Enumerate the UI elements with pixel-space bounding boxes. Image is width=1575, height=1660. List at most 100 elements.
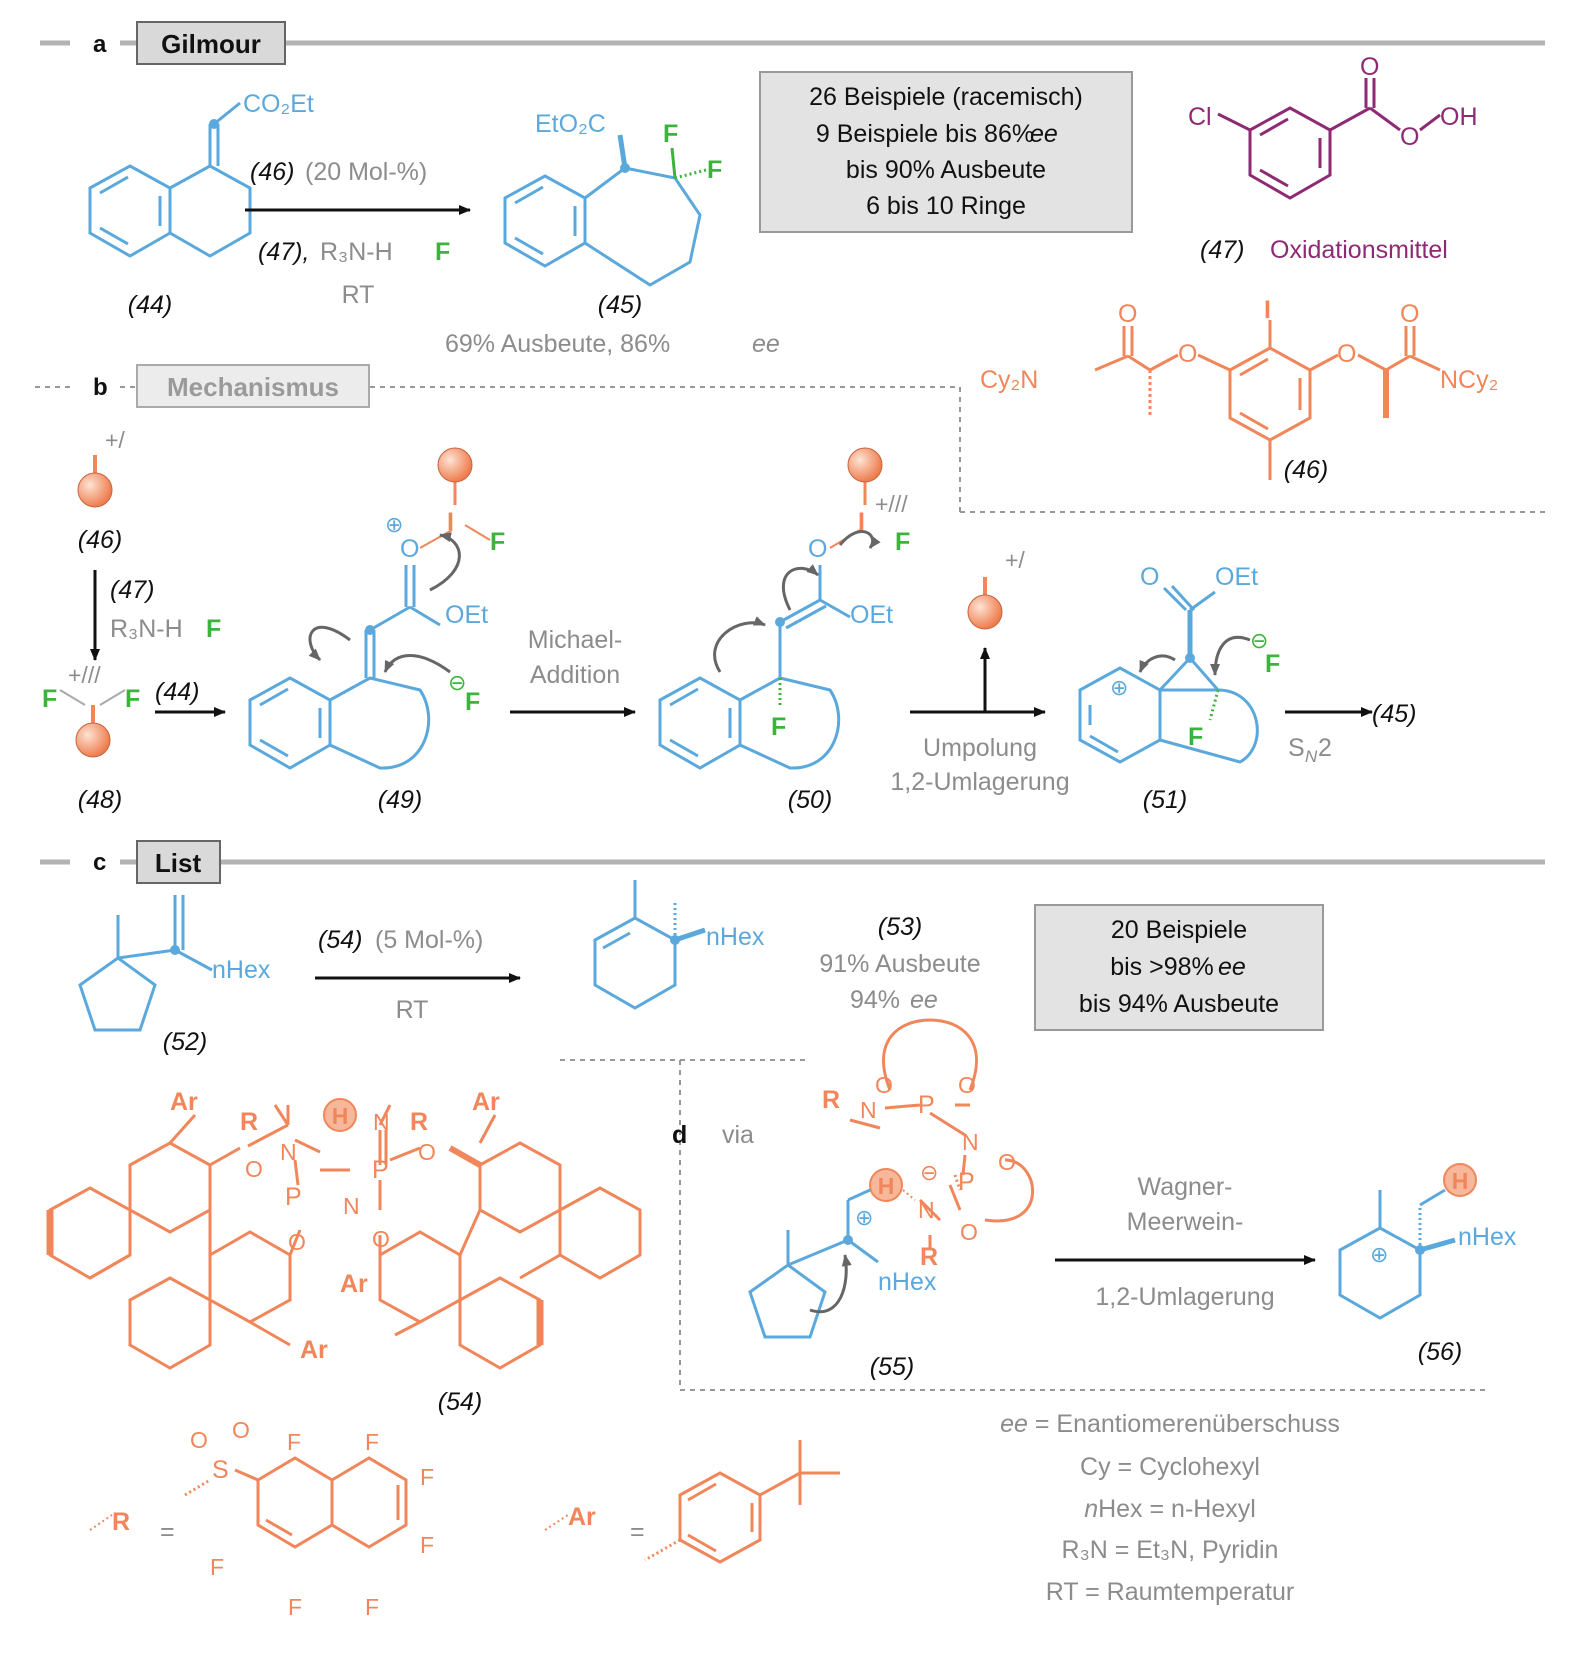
product-56: ⊕ H nHex (56) [1338, 1163, 1517, 1366]
int55-O-4: O [960, 1219, 978, 1245]
section-a-title: Gilmour [161, 29, 261, 59]
int50-O: O [808, 535, 827, 563]
legend-line-4: R₃N = Et₃N, Pyridin [1062, 1536, 1279, 1564]
catalyst-46-structure [1094, 320, 1441, 480]
section-b-title: Mechanismus [167, 372, 339, 402]
label-51: (51) [1143, 786, 1187, 814]
substrate-44-ester: CO₂Et [243, 90, 314, 118]
label-55: (55) [870, 1353, 914, 1381]
R-def-F-7: F [210, 1554, 224, 1580]
R-def-F-4: F [420, 1532, 434, 1558]
arrow-a: (46) (20 Mol-%) (47), R₃N-H F RT [245, 158, 471, 309]
Ar-def-eq: = [630, 1518, 645, 1546]
product-53-ee-value: 94% [850, 986, 900, 1014]
legend-line-3: nHex = n-Hexyl [1084, 1495, 1256, 1523]
intermediate-50 [658, 565, 851, 770]
section-d-frame: d via [560, 1059, 1490, 1391]
summary-c-ee: ee [1218, 953, 1246, 981]
reagent-47-mech: (47) [110, 576, 154, 604]
step-sn2-sub: N [1305, 747, 1318, 766]
oxidant-O-carbonyl: O [1360, 53, 1379, 81]
catalyst-54-structure [46, 1104, 642, 1370]
iodine-ox-1: +/ [105, 427, 125, 453]
R-def-label: R [112, 1508, 130, 1536]
int55-R-top: R [822, 1086, 840, 1114]
arrow-c: (54) (5 Mol-%) RT [315, 926, 521, 1024]
wagner-step-1: Wagner- [1138, 1173, 1233, 1201]
prod56-H: H [1452, 1168, 1469, 1194]
R-def-O-1: O [190, 1427, 208, 1453]
int49-minus: ⊖ [448, 670, 466, 695]
cat54-H-circle [323, 1098, 357, 1132]
R-def-F-5: F [365, 1594, 379, 1620]
product-53-hex: nHex [706, 923, 765, 951]
int50-F: F [771, 713, 786, 741]
reagent-amine-mech: R₃N-H [110, 615, 183, 643]
product-45 [503, 134, 702, 287]
int49-O: O [400, 535, 419, 563]
summary-c-line-3: bis 94% Ausbeute [1079, 990, 1279, 1018]
int50-ox3: +/// [875, 491, 908, 517]
arrow-a-loading: (20 Mol-%) [305, 158, 427, 186]
int51-F-bond [1208, 689, 1220, 721]
int55-H-circle [869, 1168, 903, 1202]
substrate-52-hex: nHex [212, 956, 271, 984]
abbreviation-legend: ee = Enantiomerenüberschuss Cy = Cyclohe… [1000, 1410, 1340, 1606]
iodine-III-48: +/// F F (48) [42, 662, 140, 814]
int55-R-bottom: R [920, 1243, 938, 1271]
step-umpolung-1: Umpolung [923, 734, 1037, 762]
int55-N-top: N [860, 1097, 877, 1123]
step-sn2-2: 2 [1318, 734, 1332, 762]
cat54-P-1: P [285, 1183, 302, 1211]
product-45-ee: ee [752, 330, 780, 358]
substrate-52 [78, 895, 213, 1032]
int51-curly-arrows [1138, 636, 1251, 676]
R-def-F-1: F [287, 1429, 301, 1455]
section-c-title: List [155, 848, 202, 878]
legend-line-1: ee = Enantiomerenüberschuss [1000, 1410, 1340, 1438]
summary-a-ee: ee [1030, 120, 1058, 148]
cat54-N-1: N [280, 1139, 297, 1165]
iodine-48-F-left: F [42, 685, 57, 713]
label-52: (52) [163, 1028, 207, 1056]
iodine-48-F-right: F [125, 685, 140, 713]
int49-OEt: OEt [445, 601, 488, 629]
int55-N-mid: N [962, 1129, 979, 1155]
label-46-catalyst: (46) [1284, 456, 1328, 484]
cat54-R-2: R [410, 1108, 428, 1136]
product-45-F2: F [707, 156, 722, 184]
product-45-F1: F [663, 120, 678, 148]
R-def-F-6: F [288, 1594, 302, 1620]
oxidant-O-peroxy: O [1400, 123, 1419, 151]
label-46-mech: (46) [78, 526, 122, 554]
product-53 [593, 880, 706, 1010]
arrow-a-reagent: R₃N-H [320, 238, 393, 266]
released-I-ox1: +/ [1005, 547, 1025, 573]
cat54-R-1: R [240, 1108, 258, 1136]
label-47: (47) [1200, 236, 1244, 264]
section-a-header: a Gilmour [40, 21, 1545, 65]
int55-O-3: O [998, 1149, 1016, 1175]
catalyst-46-I: I [1264, 296, 1271, 324]
cat54-P-2: P [372, 1156, 389, 1184]
int49-I: I [447, 508, 454, 536]
int49-ball [437, 447, 473, 483]
int51-plus: ⊕ [1110, 675, 1128, 700]
R-def-O-2: O [232, 1417, 250, 1443]
oxidant-Cl: Cl [1188, 103, 1212, 131]
product-45-ester: EtO₂C [535, 110, 606, 138]
arrow-a-temp: RT [342, 281, 375, 309]
arrow-a-reagent-F: F [435, 238, 450, 266]
label-50: (50) [788, 786, 832, 814]
summary-a-line-4: 6 bis 10 Ringe [866, 192, 1026, 220]
section-b-letter: b [93, 374, 108, 401]
cat54-O-1: O [245, 1156, 263, 1182]
int49-F: F [490, 528, 505, 556]
int50-F-I: F [895, 528, 910, 556]
iodine-I-46: +/ (46) [77, 427, 125, 554]
int55-O-2: O [958, 1072, 976, 1098]
prod56-H-circle [1443, 1163, 1477, 1197]
cat54-Ar-3: Ar [340, 1270, 368, 1298]
product-45-yield: 69% Ausbeute, 86% [445, 330, 670, 358]
